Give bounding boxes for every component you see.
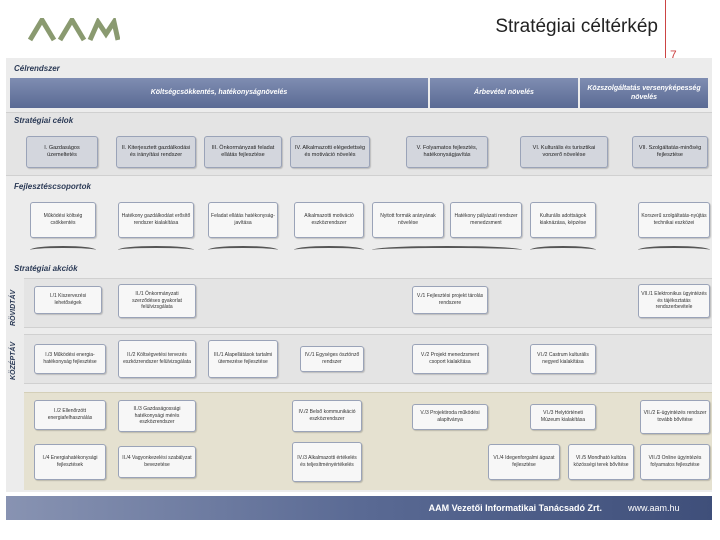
goal-box: IV. Alkalmazotti elégedettség és motivác… xyxy=(290,136,370,168)
action-box: IV./2 Belső kommunikáció eszközrendszer xyxy=(292,400,362,432)
goal-box: VII. Szolgáltatás-minőség fejlesztése xyxy=(632,136,708,168)
action-box: IV./1 Egységes ösztönző rendszer xyxy=(300,346,364,372)
action-box: IV./3 Alkalmazotti értékelés és teljesít… xyxy=(292,442,362,482)
footer-bar xyxy=(6,496,712,520)
action-box: VI./5 Mondható kultúra közösségi terek b… xyxy=(568,444,634,480)
footer-url[interactable]: www.aam.hu xyxy=(628,503,680,513)
action-box: I./1 Kiszervezési lehetőségek xyxy=(34,286,102,314)
celrendszer-cost: Költségcsökkentés, hatékonyságnövelés xyxy=(10,78,428,108)
action-box: VI./4 Idegenforgalmi ágazat fejlesztése xyxy=(488,444,560,480)
section-label-akciok: Stratégiai akciók xyxy=(14,264,78,273)
group-box: Hatékony pályázati rendszer menedzsment xyxy=(450,202,522,238)
group-brace xyxy=(638,246,710,254)
action-box: III./1 Alapellátások tartalmi ütemezése … xyxy=(208,340,278,378)
celrendszer-revenue: Árbevétel növelés xyxy=(430,78,578,108)
page-title: Stratégiai céltérkép xyxy=(495,16,658,37)
group-brace xyxy=(208,246,278,254)
action-box: II./3 Gazdaságossági hatékonysági mérés … xyxy=(118,400,196,432)
action-box: II./4 Vagyonkezelési szabályzat bevezeté… xyxy=(118,446,196,478)
action-box: I./2 Ellenőrzött energiafelhasználás xyxy=(34,400,106,430)
action-box: II./2 Költségvetési tervezés eszközrends… xyxy=(118,340,196,378)
group-box: Kulturális adottságok kiaknázása, képzés… xyxy=(530,202,596,238)
section-label-celrendszer: Célrendszer xyxy=(14,64,60,73)
action-box: V./3 Projektiroda működési alapítványa xyxy=(412,404,488,430)
action-box: I./4 Energiahatékonysági fejlesztések xyxy=(34,444,106,480)
section-label-csoportok: Fejlesztéscsoportok xyxy=(14,182,91,191)
action-box: V./2 Projekt menedzsment csoport kialakí… xyxy=(412,344,488,374)
goal-box: I. Gazdaságos üzemeltetés xyxy=(26,136,98,168)
group-box: Alkalmazotti motiváció eszközrendszer xyxy=(294,202,364,238)
action-box: VI./2 Castrum kulturális negyed kialakít… xyxy=(530,344,596,374)
goal-box: V. Folyamatos fejlesztés, hatékonyságjav… xyxy=(406,136,488,168)
label-kozeptav: KÖZÉPTÁV xyxy=(10,341,17,380)
action-box: I./3 Működési energia-hatékonyság fejles… xyxy=(34,344,106,374)
group-brace xyxy=(294,246,364,254)
group-box: Korszerű szolgáltatás-nyújtás technikai … xyxy=(638,202,710,238)
group-brace xyxy=(372,246,522,254)
action-box: VI./3 Helytörténeti Múzeum kialakítása xyxy=(530,404,596,430)
footer-company: AAM Vezetői Informatikai Tanácsadó Zrt. xyxy=(428,503,602,513)
action-box: VII./1 Elektronikus ügyintézés és tájéko… xyxy=(638,284,710,318)
group-box: Hatékony gazdálkodást erősítő rendszer k… xyxy=(118,202,194,238)
goal-box: VI. Kulturális és turisztikai vonzerő nö… xyxy=(520,136,608,168)
celrendszer-service: Közszolgáltatás versenyképesség növelés xyxy=(580,78,708,108)
group-box: Nyitott formák arányának növelése xyxy=(372,202,444,238)
label-rovidtav: RÖVIDTÁV xyxy=(10,289,17,326)
action-box: V./1 Fejlesztési projekt tárolás rendsze… xyxy=(412,286,488,314)
section-label-celok: Stratégiai célok xyxy=(14,116,74,125)
page-number: 7 xyxy=(670,48,677,62)
goal-box: II. Kiterjesztett gazdálkodási és irányí… xyxy=(116,136,196,168)
aam-logo xyxy=(28,18,120,42)
group-brace xyxy=(30,246,96,254)
header-divider xyxy=(665,0,666,58)
group-brace xyxy=(118,246,194,254)
action-box: VII./3 Online ügyintézés folyamatos fejl… xyxy=(640,444,710,480)
group-box: Működési költség csökkentés xyxy=(30,202,96,238)
action-box: II./1 Önkormányzati szerződéses gyakorla… xyxy=(118,284,196,318)
action-box: VII./2 E-ügyintézés rendszer tovább bőví… xyxy=(640,400,710,434)
group-box: Feladat ellátás hatékonyság-javítása xyxy=(208,202,278,238)
goal-box: III. Önkormányzati feladat ellátás fejle… xyxy=(204,136,282,168)
group-brace xyxy=(530,246,596,254)
